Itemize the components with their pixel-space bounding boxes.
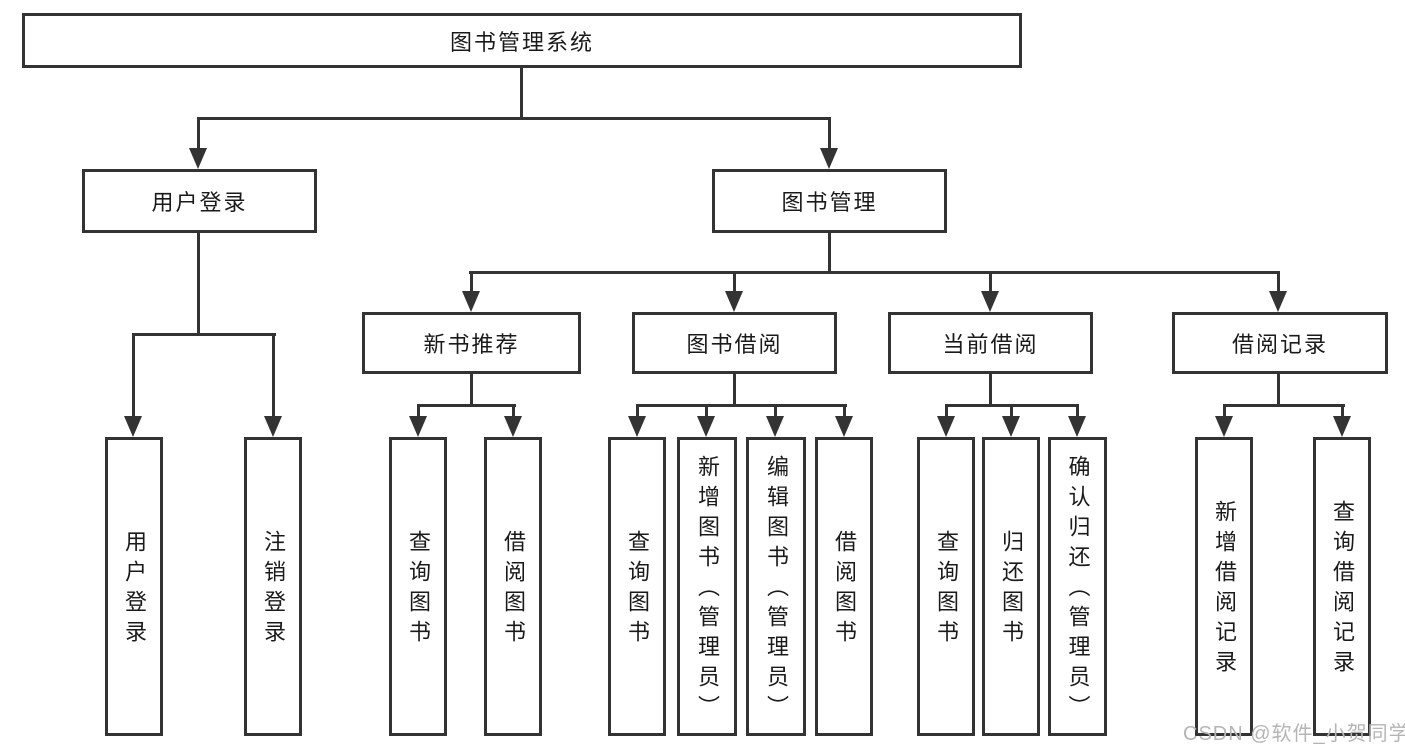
node-book-borrow: 图书借阅 [632, 312, 837, 374]
node-leaf-query-borrow-record-label: 查询借阅记录 [1330, 499, 1355, 680]
arrow-down-icon [1333, 416, 1351, 437]
v-line [1277, 271, 1280, 294]
v-line [1076, 404, 1079, 419]
csdn-watermark: CSDN @软件_小贺同学 [1183, 723, 1405, 745]
arrow-down-icon [820, 148, 838, 169]
node-borrow-record: 借阅记录 [1172, 312, 1388, 374]
node-user-login-label: 用户登录 [151, 190, 248, 215]
arrow-down-icon [697, 416, 715, 437]
node-leaf-user-login: 用户登录 [105, 437, 163, 736]
v-line [470, 271, 473, 294]
node-leaf-user-login-label: 用户登录 [122, 529, 147, 650]
v-line [774, 404, 777, 419]
v-line [636, 404, 639, 419]
node-user-login: 用户登录 [82, 169, 317, 233]
arrow-down-icon [835, 416, 853, 437]
v-line [705, 404, 708, 419]
h-line [132, 333, 276, 336]
h-line [1223, 404, 1345, 407]
arrow-down-icon [1215, 416, 1233, 437]
node-leaf-borrow-books-recommend: 借阅图书 [484, 437, 542, 736]
arrow-down-icon [725, 291, 743, 312]
v-line [843, 404, 846, 419]
node-leaf-logout-label: 注销登录 [261, 529, 286, 650]
arrow-down-icon [462, 291, 480, 312]
v-line [512, 404, 515, 419]
arrow-down-icon [189, 148, 207, 169]
h-line [469, 271, 1280, 274]
node-leaf-add-borrow-record-label: 新增借阅记录 [1212, 499, 1237, 680]
v-line [197, 233, 200, 336]
v-line [1223, 404, 1226, 419]
arrow-down-icon [628, 416, 646, 437]
node-leaf-return-books-label: 归还图书 [999, 529, 1024, 650]
arrow-down-icon [264, 416, 282, 437]
node-leaf-logout: 注销登录 [244, 437, 302, 736]
node-new-book-recommend-label: 新书推荐 [423, 332, 520, 357]
node-leaf-confirm-return-admin-label: 确认归还（管理员） [1065, 454, 1091, 725]
node-new-book-recommend: 新书推荐 [362, 312, 581, 374]
node-current-borrow: 当前借阅 [888, 312, 1093, 374]
node-leaf-query-books-current-label: 查询图书 [934, 529, 959, 650]
arrow-down-icon [409, 416, 427, 437]
v-line [1277, 374, 1280, 407]
v-line [828, 233, 831, 274]
node-leaf-query-books-borrow: 查询图书 [608, 437, 666, 736]
node-leaf-return-books: 归还图书 [982, 437, 1040, 736]
v-line [945, 404, 948, 419]
v-line [733, 374, 736, 407]
node-leaf-edit-books-admin-label: 编辑图书（管理员） [764, 454, 789, 725]
node-leaf-query-books-borrow-label: 查询图书 [625, 529, 650, 650]
v-line [1010, 404, 1013, 419]
node-borrow-record-label: 借阅记录 [1231, 332, 1328, 357]
v-line [197, 117, 200, 151]
arrow-down-icon [504, 416, 522, 437]
arrow-down-icon [766, 416, 784, 437]
node-book-management: 图书管理 [712, 169, 947, 233]
node-current-borrow-label: 当前借阅 [942, 332, 1039, 357]
arrow-down-icon [124, 416, 142, 437]
node-leaf-borrow-books-label: 借阅图书 [832, 529, 857, 650]
v-line [520, 68, 523, 120]
node-book-borrow-label: 图书借阅 [686, 332, 783, 357]
node-leaf-query-borrow-record: 查询借阅记录 [1313, 437, 1371, 736]
node-root: 图书管理系统 [22, 13, 1022, 68]
h-line [197, 117, 831, 120]
arrow-down-icon [1269, 291, 1287, 312]
node-leaf-query-books-recommend: 查询图书 [389, 437, 447, 736]
h-line [417, 404, 516, 407]
node-leaf-add-borrow-record: 新增借阅记录 [1195, 437, 1253, 736]
node-book-management-label: 图书管理 [781, 190, 878, 215]
node-leaf-borrow-books: 借阅图书 [815, 437, 873, 736]
arrow-down-icon [981, 291, 999, 312]
v-line [1341, 404, 1344, 419]
node-leaf-query-books-current: 查询图书 [917, 437, 975, 736]
arrow-down-icon [937, 416, 955, 437]
node-leaf-edit-books-admin: 编辑图书（管理员） [746, 437, 806, 736]
node-leaf-confirm-return-admin: 确认归还（管理员） [1048, 437, 1107, 736]
node-leaf-add-books-admin-label: 新增图书（管理员） [695, 454, 720, 725]
v-line [417, 404, 420, 419]
node-leaf-borrow-books-recommend-label: 借阅图书 [501, 529, 526, 650]
v-line [989, 271, 992, 294]
v-line [828, 117, 831, 151]
h-line [636, 404, 847, 407]
arrow-down-icon [1068, 416, 1086, 437]
v-line [989, 374, 992, 407]
v-line [132, 333, 135, 419]
node-root-label: 图书管理系统 [449, 29, 594, 55]
node-leaf-query-books-recommend-label: 查询图书 [406, 529, 431, 650]
v-line [272, 333, 275, 419]
node-leaf-add-books-admin: 新增图书（管理员） [677, 437, 737, 736]
v-line [733, 271, 736, 294]
arrow-down-icon [1002, 416, 1020, 437]
v-line [470, 374, 473, 407]
